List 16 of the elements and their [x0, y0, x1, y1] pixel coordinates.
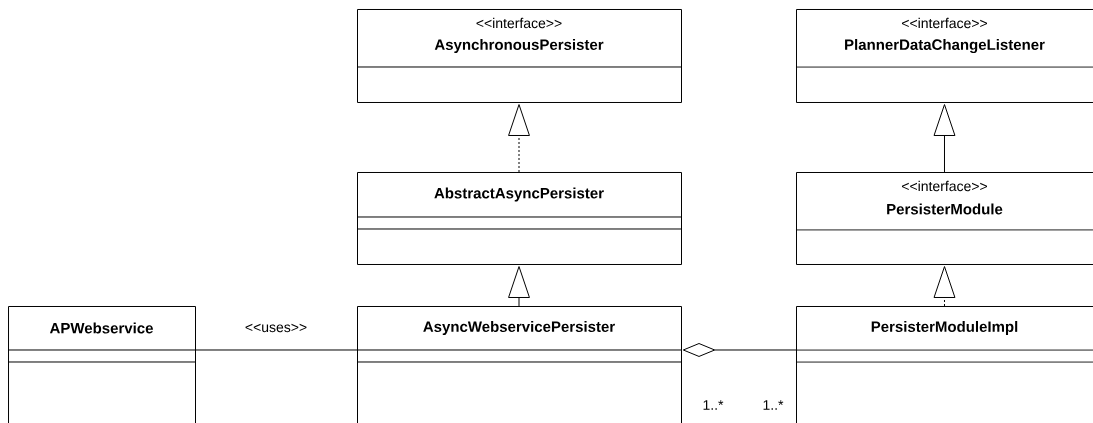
class-box: <<interface>> PersisterModule: [795, 172, 1093, 265]
arrow: [508, 104, 530, 173]
edge-label: <<uses>>: [245, 323, 307, 333]
arrow: [682, 343, 797, 357]
arrow: [933, 266, 956, 307]
class-box: APWebservice: [7, 306, 196, 423]
class-box: PersisterModuleImpl: [795, 306, 1093, 423]
arrow: [933, 104, 956, 173]
class-box: AsyncWebservicePersister: [356, 306, 682, 423]
class-box: <<interface>> PlannerDataChangeListener: [795, 9, 1093, 103]
line: [195, 349, 358, 351]
class-box: <<interface>> AsynchronousPersister: [356, 9, 682, 103]
multiplicity-label: 1..*: [763, 400, 784, 410]
multiplicity-label: 1..*: [703, 400, 724, 410]
class-box: AbstractAsyncPersister: [356, 172, 682, 265]
arrow: [508, 266, 530, 307]
